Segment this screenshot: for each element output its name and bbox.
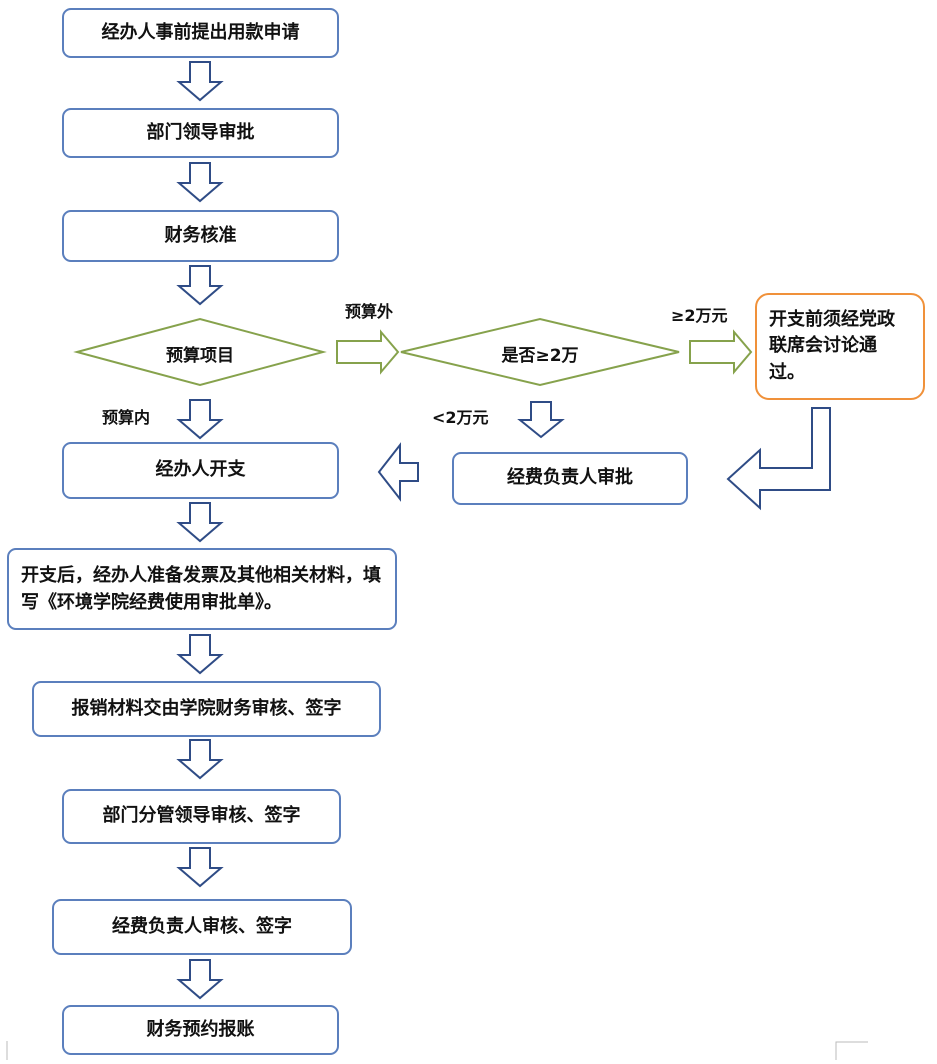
amount-check-diamond (400, 317, 680, 387)
down-arrow-9 (176, 959, 224, 1000)
budget-item-text: 预算项目 (166, 345, 234, 366)
gte-2w-arrow (689, 329, 753, 375)
apply-box: 经办人事前提出用款申请 (62, 8, 339, 58)
lt-2w-down-arrow (517, 401, 565, 439)
down-arrow-6 (176, 634, 224, 675)
down-arrow-7 (176, 739, 224, 780)
meeting-return-arrow (726, 407, 831, 511)
budget-item-diamond (73, 317, 327, 387)
amount-check-text: 是否≥2万 (501, 345, 579, 366)
outside-budget-label: 预算外 (345, 302, 394, 321)
down-arrow-5 (176, 502, 224, 543)
submit-finance-box: 报销材料交由学院财务审核、签字 (32, 681, 381, 737)
handler-spend-box: 经办人开支 (62, 442, 339, 499)
fund-head-approve-box: 经费负责人审批 (452, 452, 688, 505)
down-arrow-4 (176, 399, 224, 440)
after-spend-box: 开支后，经办人准备发票及其他相关材料，填写《环境学院经费使用审批单》。 (7, 548, 397, 630)
left-arrow (377, 442, 419, 502)
corner-mark-right (835, 1041, 868, 1060)
down-arrow-2 (176, 162, 224, 203)
gte-2w-label: ≥2万元 (671, 306, 728, 325)
finance-check-box: 财务核准 (62, 210, 339, 262)
dept-leader-sign-box: 部门分管领导审核、签字 (62, 789, 341, 844)
fund-head-sign-box: 经费负责人审核、签字 (52, 899, 352, 955)
down-arrow-1 (176, 61, 224, 102)
inside-budget-label: 预算内 (102, 408, 151, 427)
lt-2w-label: <2万元 (432, 408, 489, 427)
reimburse-box: 财务预约报账 (62, 1005, 339, 1055)
dept-approve-box: 部门领导审批 (62, 108, 339, 158)
party-meeting-box: 开支前须经党政联席会讨论通过。 (755, 293, 925, 400)
outside-budget-arrow (336, 329, 400, 375)
down-arrow-8 (176, 847, 224, 888)
down-arrow-3 (176, 265, 224, 306)
